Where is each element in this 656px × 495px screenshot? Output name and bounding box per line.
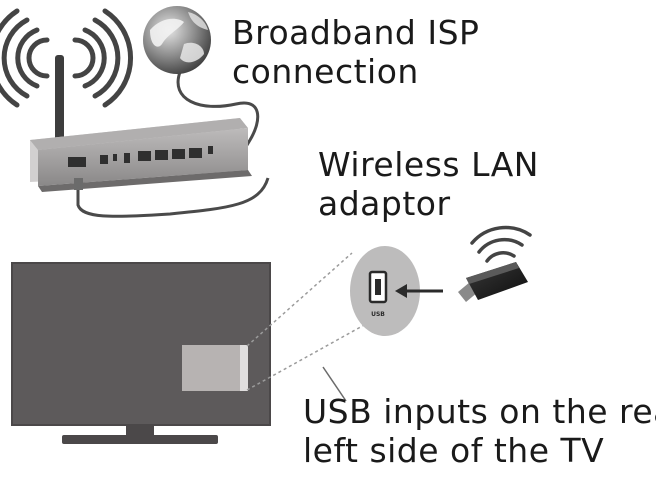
router-icon <box>30 118 252 192</box>
isp-label-line-1: Broadband ISP <box>232 13 480 52</box>
router-antenna <box>55 55 64 150</box>
isp-label-line-2: connection <box>232 51 419 91</box>
usb-port-callout: USB <box>350 246 420 336</box>
tv-icon <box>11 262 271 444</box>
isp-cable <box>176 71 260 161</box>
wireless-lan-adaptor-label: Wireless LAN adaptor <box>318 145 539 224</box>
usb-label-line-1: USB inputs on the rear <box>303 392 656 431</box>
usb-port-label: USB <box>371 311 385 318</box>
usb-wifi-dongle-icon <box>458 262 528 302</box>
isp-connection-label: Broadband ISP connection <box>232 13 480 92</box>
usb-label-line-2: left side of the TV <box>303 430 605 470</box>
cable-plug <box>74 178 83 190</box>
adaptor-label-line-1: Wireless LAN <box>318 145 539 184</box>
lan-cable <box>76 177 270 218</box>
adaptor-label-line-2: adaptor <box>318 183 451 223</box>
usb-inputs-label: USB inputs on the rear left side of the … <box>303 392 656 471</box>
globe-icon <box>143 6 211 74</box>
label-pointer <box>322 366 347 402</box>
insert-arrow-icon <box>395 284 443 298</box>
dongle-wifi-signal-icon <box>470 225 532 263</box>
callout-lines <box>246 252 385 391</box>
wifi-signal-icon <box>0 8 134 108</box>
